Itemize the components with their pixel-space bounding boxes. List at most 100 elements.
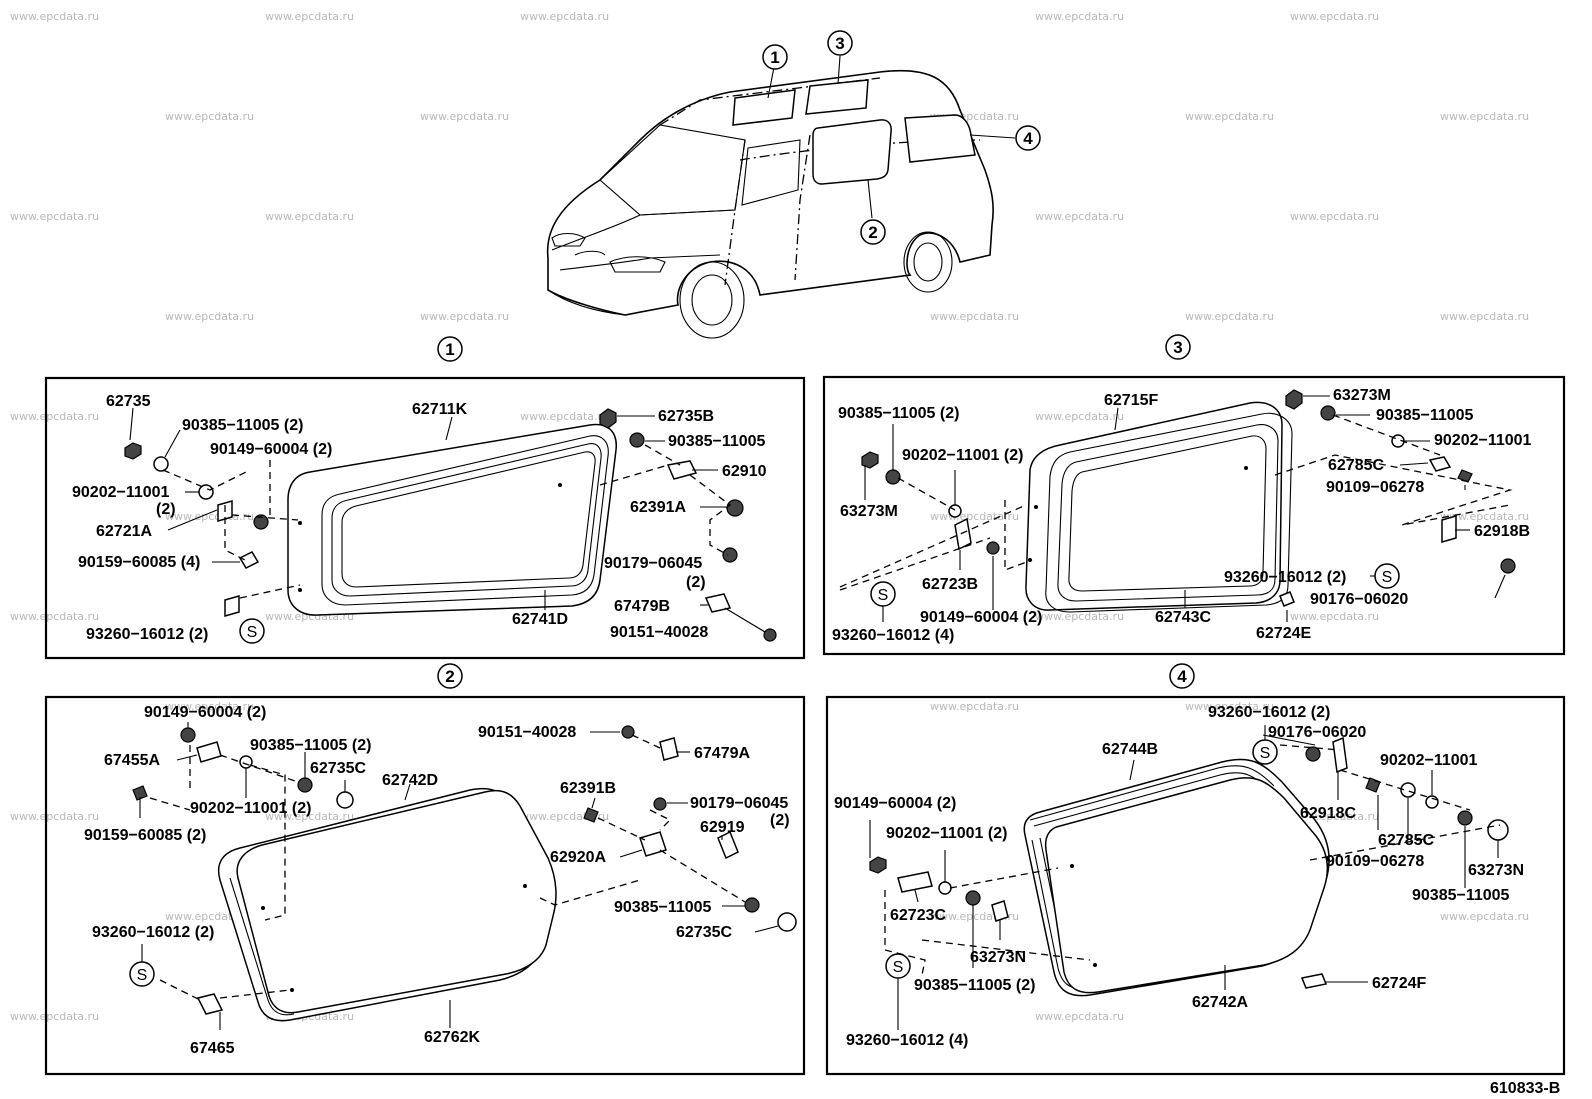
washer-90202 [239, 755, 253, 769]
leader-line [164, 429, 181, 458]
hinge-62723B [954, 517, 972, 551]
watermark: www.epcdata.ru [1440, 510, 1529, 523]
seal-symbol-text: S [247, 624, 258, 641]
leader-dash [644, 444, 681, 466]
section-1-frame [44, 376, 806, 660]
callout-circle-3 [827, 30, 853, 56]
label-90149-60004-2: 90149−60004 (2) [144, 704, 266, 721]
nut-90385b [744, 897, 760, 913]
label-62742A: 62742A [1192, 994, 1248, 1011]
nut-90179 [653, 797, 667, 811]
label-93260-16012-2: 93260−16012 (2) [1224, 569, 1346, 586]
watermark: www.epcdata.ru [1290, 10, 1379, 23]
label-90202-11001: 90202−11001 [1380, 752, 1478, 769]
weatherstrip-62743C-inner [1057, 424, 1279, 602]
leader-line [1262, 734, 1316, 746]
van-bumper [547, 289, 626, 316]
label-90385-11005-2: 90385−11005 (2) [914, 977, 1035, 994]
leader-dash [1274, 454, 1513, 526]
latch-62919 [717, 830, 739, 860]
glass-dot [558, 483, 562, 487]
nut-90149 [253, 514, 269, 530]
callout-4: 4 [1023, 129, 1033, 148]
leader-dash [897, 477, 956, 511]
weatherstrip-62743C-inner2 [1068, 435, 1267, 592]
label-90202-qty: (2) [156, 501, 176, 518]
label-62724E: 62724E [1256, 625, 1311, 642]
label-67455A: 67455A [104, 752, 160, 769]
bolt-90109 [1457, 469, 1473, 483]
label-62723B: 62723B [922, 576, 978, 593]
label-62743C: 62743C [1155, 609, 1211, 626]
label-62785C: 62785C [1378, 832, 1434, 849]
watermark: www.epcdata.ru [10, 410, 99, 423]
section-4-frame [825, 695, 1566, 1076]
leader-dash [689, 474, 732, 556]
label-62724F: 62724F [1372, 975, 1426, 992]
bolt-90159 [132, 785, 148, 801]
callout-2: 2 [868, 223, 877, 242]
section-titles: 1 3 2 4 [437, 334, 1195, 689]
leader-dash [631, 734, 661, 749]
label-62741D: 62741D [512, 611, 568, 628]
van-slide-door-line [794, 134, 811, 281]
leader-line [167, 509, 218, 531]
leader-dash [239, 584, 301, 599]
van-rear-wheel [903, 231, 953, 293]
seal-symbol-text: S [137, 967, 148, 984]
watermark: www.epcdata.ru [930, 700, 1019, 713]
glass-dot [298, 521, 302, 525]
watermark: www.epcdata.ru [520, 410, 609, 423]
label-93260-16012-4: 93260−16012 (4) [846, 1032, 968, 1049]
van-beltline [739, 139, 981, 161]
section-1-panel: S 62735 90385−11005 (2) 90149−60004 (2) … [44, 376, 806, 660]
seal-symbol-text: S [1260, 745, 1271, 762]
watermark: www.epcdata.ru [1440, 910, 1529, 923]
section-title-circle-1 [437, 336, 463, 362]
weatherstrip-62741D [321, 435, 609, 606]
label-63273N: 63273N [1468, 862, 1524, 879]
label-90385-11005: 90385−11005 [1376, 407, 1474, 424]
watermark: www.epcdata.ru [930, 310, 1019, 323]
label-62721A: 62721A [96, 523, 152, 540]
watermark: www.epcdata.ru [1290, 210, 1379, 223]
clip-62735C-2 [777, 912, 797, 932]
watermark: www.epcdata.ru [165, 110, 254, 123]
callout-leader [969, 134, 1016, 139]
leader-line [754, 925, 779, 933]
nut-90149 [180, 727, 196, 743]
watermark: www.epcdata.ru [1035, 210, 1124, 223]
label-90151-40028: 90151−40028 [478, 724, 576, 741]
label-90385-11005-2: 90385−11005 (2) [250, 737, 371, 754]
glass-dot [261, 906, 265, 910]
watermark: www.epcdata.ru [165, 700, 254, 713]
label-90109-06278: 90109−06278 [1326, 479, 1424, 496]
clip-63273M-2 [1285, 389, 1303, 410]
nut-90385 [153, 456, 169, 472]
clip-62735C [336, 791, 354, 809]
label-67479B: 67479B [614, 598, 670, 615]
watermark: www.epcdata.ru [420, 310, 509, 323]
seal-symbol-text: S [1382, 569, 1393, 586]
section-title-4: 4 [1177, 667, 1187, 686]
van-hood-line [559, 254, 721, 271]
label-62910: 62910 [722, 463, 767, 480]
leader-dash [219, 754, 299, 783]
label-90179-06045: 90179−06045 [604, 555, 702, 572]
hinge-62918B [1441, 515, 1457, 543]
watermark: www.epcdata.ru [1185, 110, 1274, 123]
label-93260-16012-4: 93260−16012 (4) [832, 627, 954, 644]
label-93260-16012-2: 93260−16012 (2) [92, 924, 214, 941]
label-90149-60004-2: 90149−60004 (2) [920, 609, 1042, 626]
section-title-circle-3 [1165, 334, 1191, 360]
leader-line [1399, 462, 1429, 466]
watermark: www.epcdata.ru [1185, 310, 1274, 323]
glass-62762K-layer [229, 877, 295, 1016]
label-90385-11005: 90385−11005 [668, 433, 766, 450]
callout-1: 1 [770, 48, 779, 67]
leader-dash [839, 504, 1027, 588]
leader-dash [1004, 500, 1033, 571]
glass-dot [290, 988, 294, 992]
glass-62711K [287, 423, 617, 616]
section-3-frame [822, 375, 1566, 656]
